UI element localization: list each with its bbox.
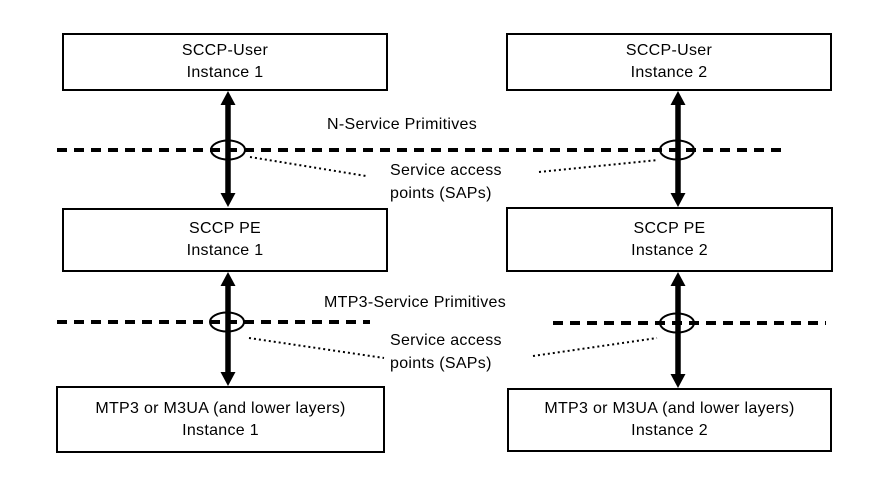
label-line: Service access: [390, 332, 502, 349]
dotted-leader-line: [538, 159, 659, 173]
box-subtitle: Instance 1: [186, 242, 264, 259]
sap-ellipse-icon: [210, 139, 246, 161]
label-service-access-points-upper: Service access points (SAPs): [390, 159, 502, 205]
sap-ellipse-icon: [659, 312, 695, 334]
box-sccp-user-instance-2: SCCP-User Instance 2: [506, 33, 832, 91]
box-sccp-user-instance-1: SCCP-User Instance 1: [62, 33, 388, 91]
label-line: points (SAPs): [390, 355, 492, 372]
double-headed-arrow-icon: [670, 91, 686, 207]
dotted-leader-line: [532, 337, 658, 357]
box-mtp3-instance-2: MTP3 or M3UA (and lower layers) Instance…: [507, 388, 832, 452]
box-title: SCCP-User: [181, 42, 269, 59]
label-line: points (SAPs): [390, 185, 492, 202]
label-n-service-primitives: N-Service Primitives: [327, 116, 478, 133]
box-subtitle: Instance 2: [631, 241, 708, 259]
dotted-leader-line: [248, 337, 385, 359]
box-sccp-pe-instance-2: SCCP PE Instance 2: [506, 207, 833, 272]
box-title: SCCP PE: [188, 220, 262, 237]
box-mtp3-instance-1: MTP3 or M3UA (and lower layers) Instance…: [56, 386, 385, 453]
label-mtp3-service-primitives: MTP3-Service Primitives: [324, 294, 507, 311]
sap-ellipse-icon: [659, 139, 695, 161]
label-line: Service access: [390, 162, 502, 179]
box-title: MTP3 or M3UA (and lower layers): [544, 400, 795, 417]
box-subtitle: Instance 1: [186, 64, 264, 81]
double-headed-arrow-icon: [220, 272, 236, 386]
double-headed-arrow-icon: [670, 272, 686, 388]
box-title: SCCP PE: [633, 219, 706, 237]
sap-ellipse-icon: [209, 311, 245, 333]
label-service-access-points-lower: Service access points (SAPs): [390, 329, 502, 375]
box-subtitle: Instance 2: [631, 422, 708, 439]
box-sccp-pe-instance-1: SCCP PE Instance 1: [62, 208, 388, 272]
box-subtitle: Instance 1: [182, 421, 259, 439]
box-title: MTP3 or M3UA (and lower layers): [95, 399, 346, 417]
box-subtitle: Instance 2: [630, 64, 708, 81]
dotted-leader-line: [249, 156, 367, 177]
double-headed-arrow-icon: [220, 91, 236, 207]
box-title: SCCP-User: [625, 42, 713, 59]
